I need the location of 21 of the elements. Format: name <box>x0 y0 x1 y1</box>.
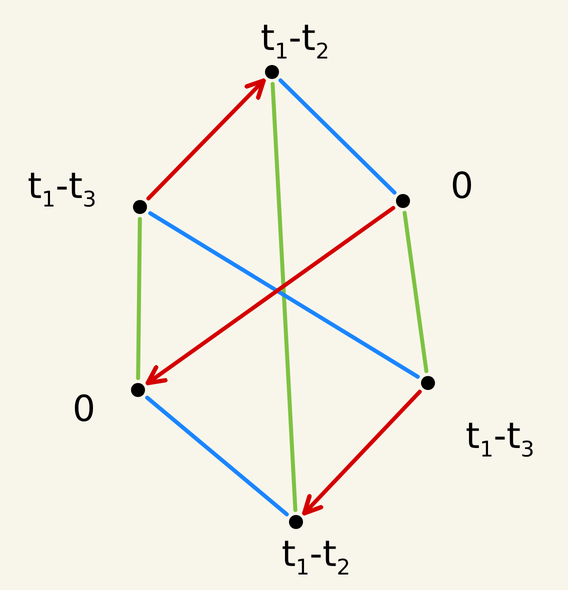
dot <box>133 200 147 214</box>
connector <box>146 206 396 386</box>
connector <box>402 210 428 374</box>
vertex-label: 0 <box>72 392 96 428</box>
vertex-label: t$_{1}$-t$_{3}$ <box>466 419 534 461</box>
vertex-label: t$_{1}$-t$_{3}$ <box>28 169 96 211</box>
connector <box>136 217 142 380</box>
vertex-label: t$_{1}$-t$_{2}$ <box>260 21 330 63</box>
connector <box>148 211 420 379</box>
dot <box>265 65 279 79</box>
dot <box>289 515 303 529</box>
vertex-label: t$_{1}$-t$_{2}$ <box>282 537 350 579</box>
connector <box>146 78 266 200</box>
vertex-label: 0 <box>450 169 474 205</box>
connector <box>145 396 289 516</box>
dot <box>131 383 145 397</box>
dot <box>396 194 410 208</box>
connector <box>302 390 422 516</box>
connector <box>278 78 396 195</box>
dot <box>421 376 435 390</box>
connector <box>270 82 298 512</box>
